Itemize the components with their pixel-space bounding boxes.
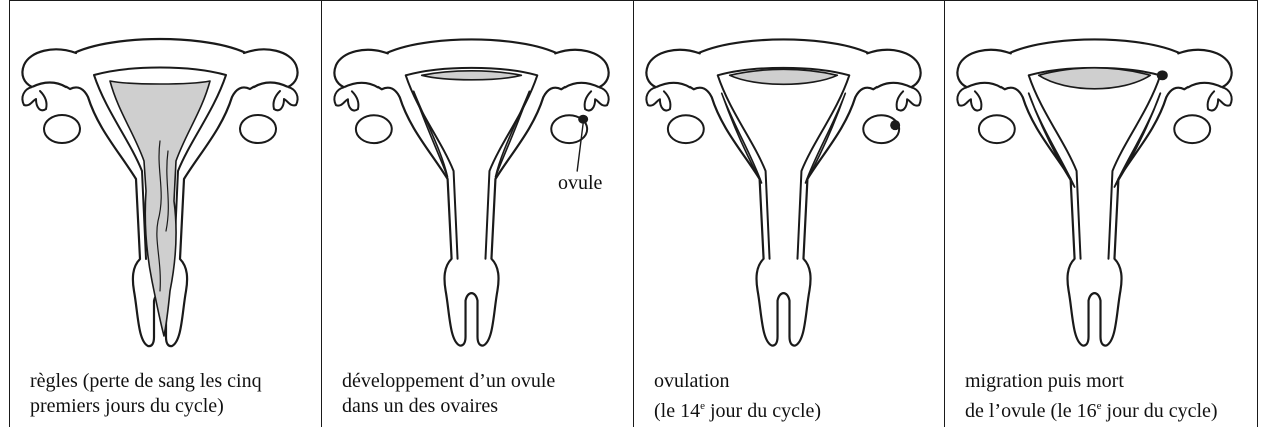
uterus-diagram-ovulation xyxy=(634,1,944,351)
caption-migration: migration puis mort de l’ovule (le 16e j… xyxy=(965,369,1218,424)
ovum-dot xyxy=(1157,70,1168,80)
caption-text: jour du cycle) xyxy=(705,400,821,422)
caption-line: développement d’un ovule xyxy=(342,369,555,394)
panel-menstruation: règles (perte de sang les cinq premiers … xyxy=(10,1,321,427)
lining-shading xyxy=(422,71,522,80)
caption-ovulation: ovulation (le 14e jour du cycle) xyxy=(654,369,821,424)
caption-text: (le 14 xyxy=(654,400,700,422)
caption-line: premiers jours du cycle) xyxy=(30,394,262,419)
diagram-grid: règles (perte de sang les cinq premiers … xyxy=(9,0,1258,427)
caption-line: dans un des ovaires xyxy=(342,394,555,419)
ovum-dot xyxy=(578,115,588,124)
panel-ovum-development: ovule développement d’un ovule dans un d… xyxy=(321,1,633,427)
caption-line: ovulation xyxy=(654,369,821,394)
caption-development: développement d’un ovule dans un des ova… xyxy=(342,369,555,419)
uterus-diagram-menstruation xyxy=(10,1,321,351)
ovule-label: ovule xyxy=(558,172,602,195)
caption-line: migration puis mort xyxy=(965,369,1218,394)
caption-menstruation: règles (perte de sang les cinq premiers … xyxy=(30,369,262,419)
uterus-diagram-migration xyxy=(945,1,1257,351)
caption-text: jour du cycle) xyxy=(1102,400,1218,422)
caption-line: de l’ovule (le 16e jour du cycle) xyxy=(965,394,1218,424)
caption-text: de l’ovule (le 16 xyxy=(965,400,1097,422)
caption-line: règles (perte de sang les cinq xyxy=(30,369,262,394)
panel-ovulation: ovulation (le 14e jour du cycle) xyxy=(633,1,944,427)
panel-migration: migration puis mort de l’ovule (le 16e j… xyxy=(944,1,1257,427)
caption-line: (le 14e jour du cycle) xyxy=(654,394,821,424)
ovum-dot xyxy=(890,120,900,130)
